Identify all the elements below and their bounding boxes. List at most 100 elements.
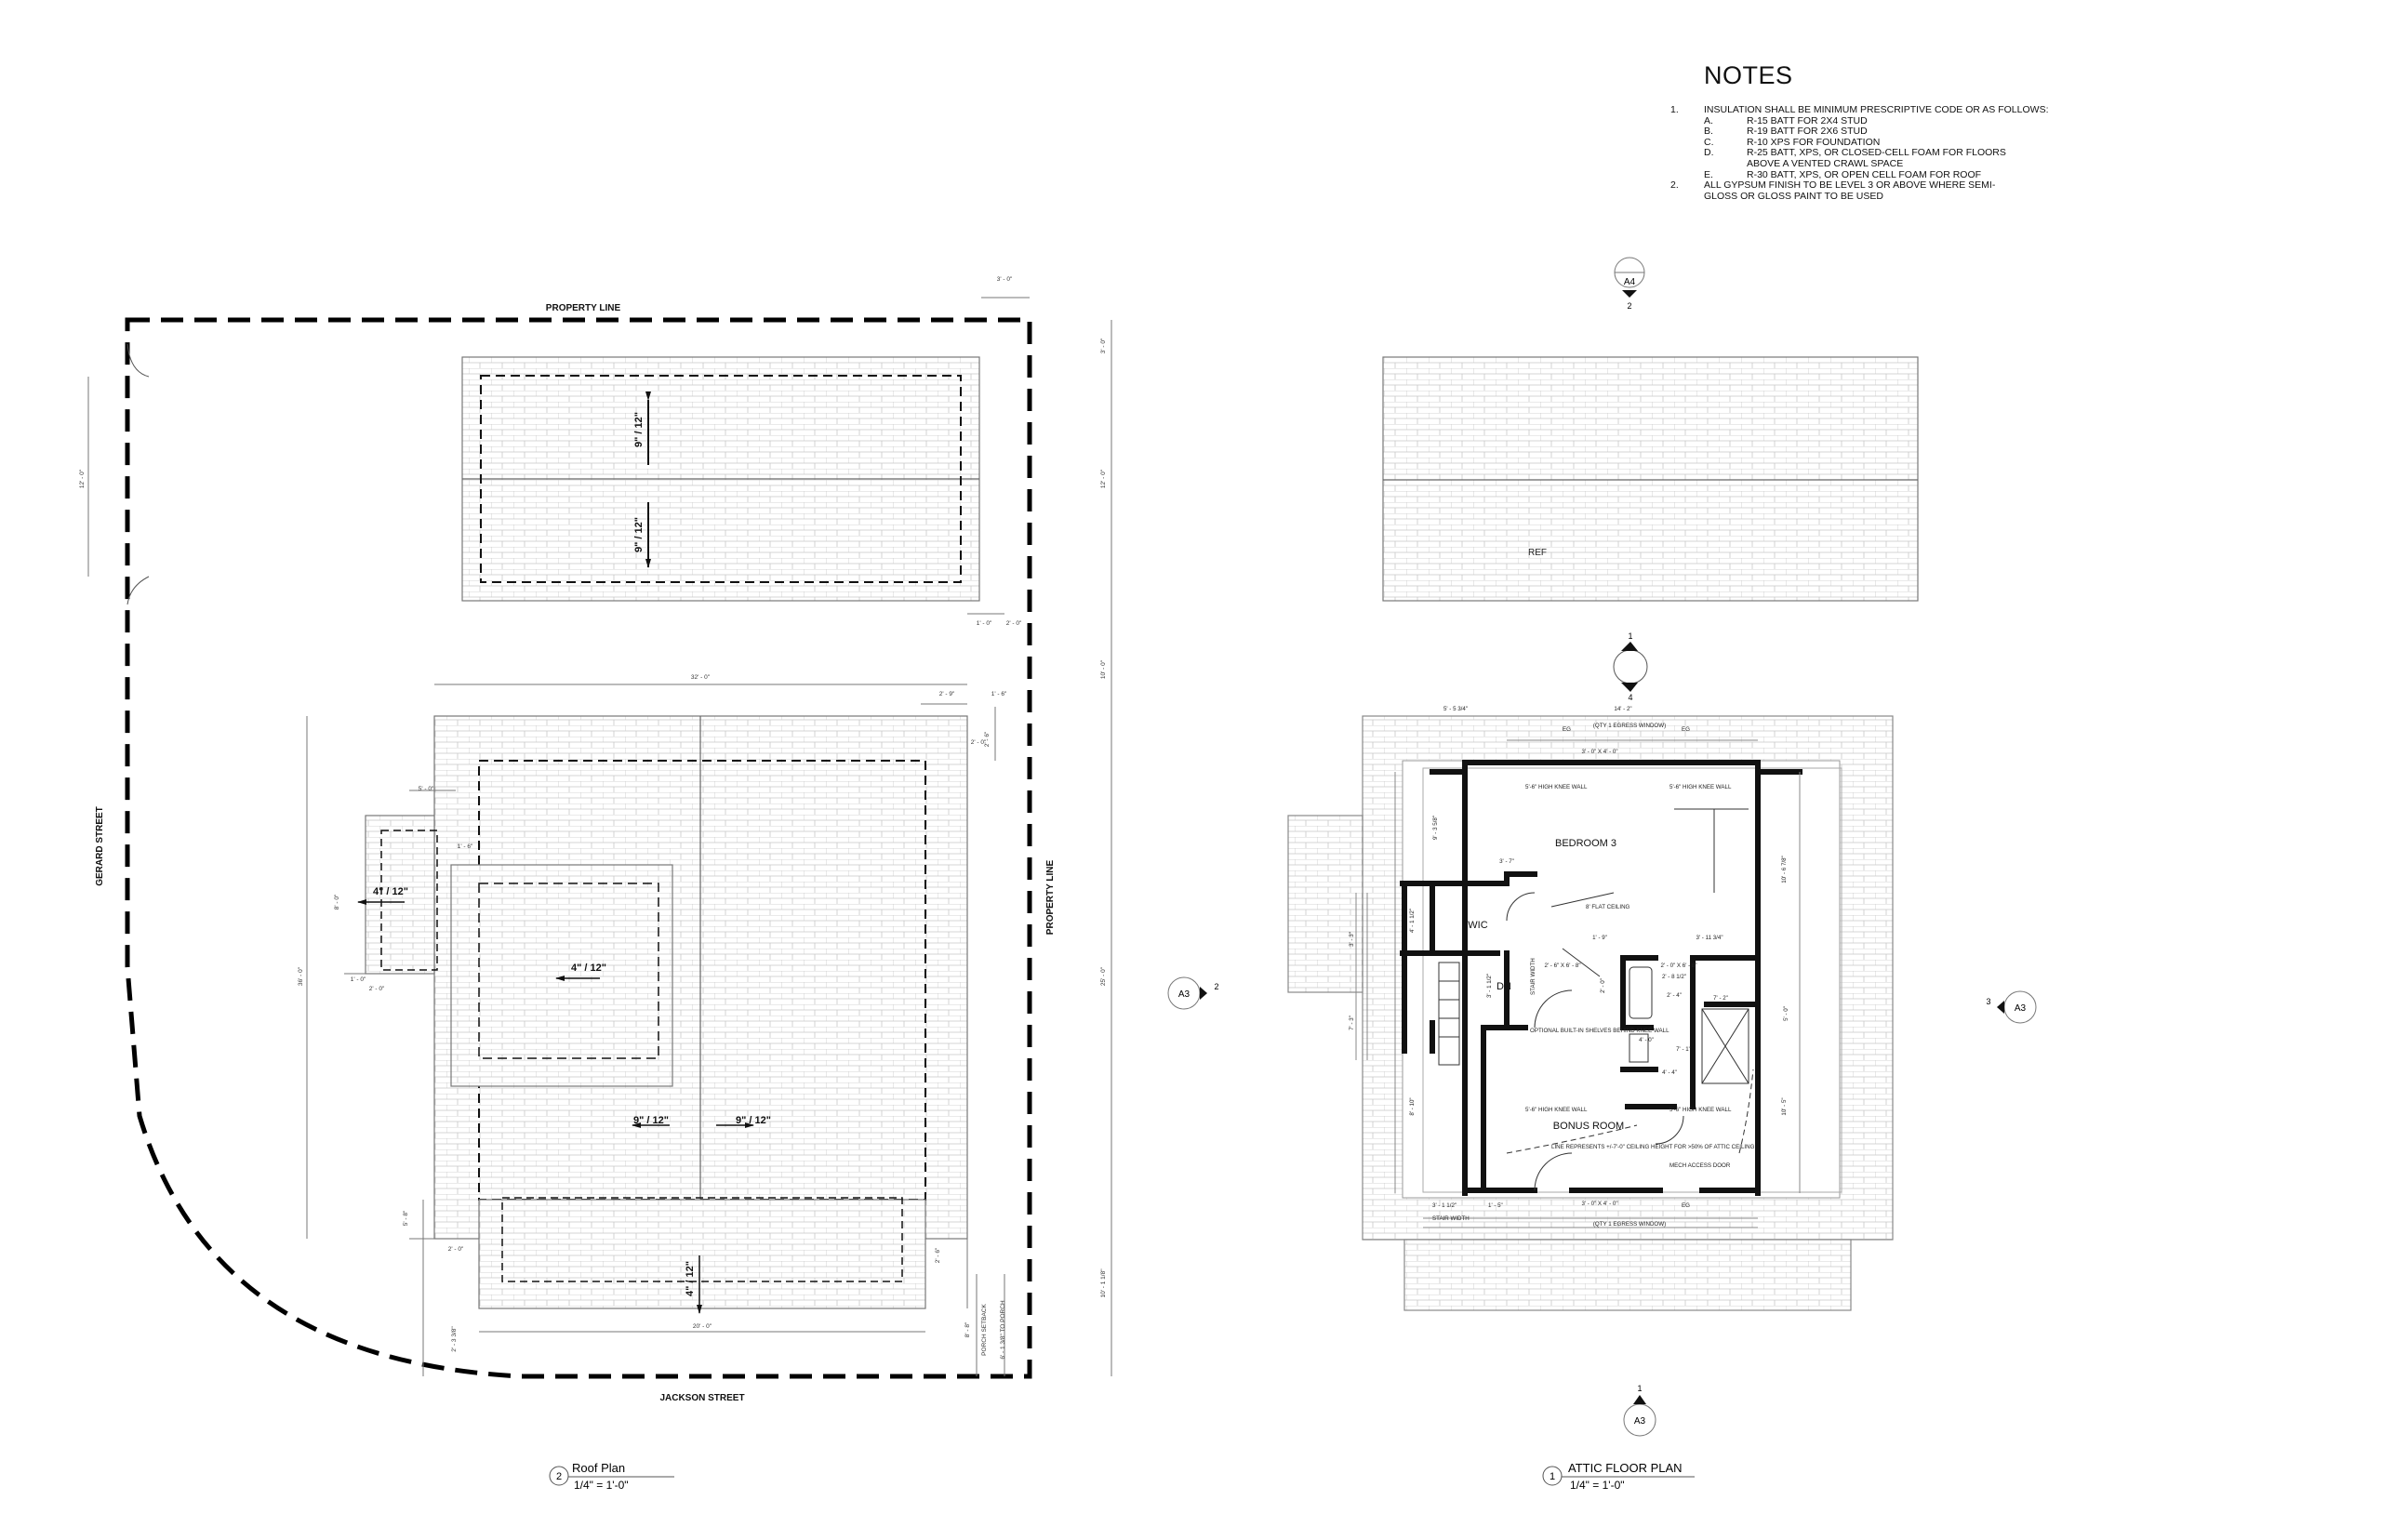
dim-label: 10' - 5" (1781, 1097, 1788, 1115)
dim-label: 2' - 0" (369, 986, 385, 992)
dim-label: 4' - 1 1/2" (1409, 909, 1416, 933)
roof-plan: PROPERTY LINE PROPERTY LINE GERARD STREE… (79, 276, 1112, 1403)
note-sub-text: R-19 BATT FOR 2X6 STUD (1747, 126, 1868, 138)
note-sub-text: R-30 BATT, XPS, OR OPEN CELL FOAM FOR RO… (1747, 168, 1982, 180)
dim-label: 7' - 1" (1676, 1046, 1691, 1053)
note-sub-item: E. R-30 BATT, XPS, OR OPEN CELL FOAM FOR … (1704, 168, 2061, 181)
dim-label: 3' - 11 3/4" (1696, 935, 1723, 941)
property-line-right-label: PROPERTY LINE (1045, 859, 1056, 935)
marker-sheet: A4 (1624, 277, 1636, 287)
note-sub-item: B.R-19 BATT FOR 2X6 STUD (1704, 126, 2061, 138)
note-window-size: 3' - 0" X 4' - 0" (1581, 749, 1617, 755)
attic-floor-plan: REF (1287, 356, 1919, 1311)
note-sub-text: R-25 BATT, XPS, OR CLOSED-CELL FOAM FOR … (1747, 147, 2009, 169)
note-line-represents: LINE REPRESENTS +/-7'-0" CEILING HEIGHT … (1551, 1144, 1755, 1150)
room-label-bedroom: BEDROOM 3 (1555, 838, 1616, 849)
note-sub-item: A.R-15 BATT FOR 2X4 STUD (1704, 114, 2061, 127)
view-title-attic: 1 ATTIC FLOOR PLAN 1/4" = 1'-0" (1542, 1461, 1695, 1492)
dim-label: 3' - 1 1/2" (1486, 974, 1493, 998)
dim-label: 8' - 0" (334, 894, 340, 909)
garage-wall-outline (480, 375, 962, 583)
note-sub-text: R-15 BATT FOR 2X4 STUD (1747, 114, 1868, 126)
slope-center: 4" / 12" (571, 962, 606, 974)
marker-num: 2 (1214, 982, 1218, 991)
view-number: 1 (1550, 1471, 1555, 1482)
dim-label: 1' - 5" (1488, 1202, 1503, 1209)
note-eg: EG (1682, 1202, 1690, 1209)
dim-label: 8' - 10" (1409, 1097, 1416, 1115)
view-title-roof: 2 Roof Plan 1/4" = 1'-0" (549, 1461, 674, 1492)
dim-label: 5' - 8" (403, 1210, 409, 1226)
slope-garage-bottom: 9" / 12" (633, 517, 645, 552)
note-flat-ceiling: 8' FLAT CEILING (1586, 904, 1630, 910)
marker-sheet: A3 (1634, 1416, 1646, 1427)
marker-num: 3 (1986, 997, 1990, 1006)
dim-label: 7' - 3" (1349, 1016, 1355, 1030)
dim-label: 12' - 0" (79, 469, 86, 488)
property-line-top-label: PROPERTY LINE (546, 303, 621, 313)
center-roof (450, 864, 673, 1087)
dim-label: 2' - 0" (1006, 620, 1022, 627)
dim-label: 20' - 0" (693, 1323, 712, 1330)
note-item: 2. ALL GYPSUM FINISH TO BE LEVEL 3 OR AB… (1670, 179, 2020, 202)
note-egress-top: (QTY 1 EGRESS WINDOW) (1593, 723, 1666, 729)
dim-label: 2' - 3 3/8" (451, 1326, 458, 1352)
note-eg: EG (1682, 726, 1690, 733)
room-label-dn: DN (1496, 981, 1511, 992)
section-marker-a4[interactable]: A4 2 (1614, 257, 1645, 311)
note-letter: D. (1704, 147, 1714, 159)
porch-roof (478, 1199, 926, 1309)
note-knee-wall-br: 5'-6" HIGH KNEE WALL (1669, 1107, 1732, 1113)
dim-label: 10' - 1 1/8" (1100, 1268, 1107, 1298)
property-boundary (125, 317, 1032, 1379)
dim-label: 10' - 6 7/8" (1781, 856, 1788, 883)
section-marker-4[interactable]: 1 4 (1613, 631, 1648, 702)
dim-label: 9' - 3 5/8" (1432, 816, 1439, 840)
dim-label: 1' - 6" (458, 843, 473, 850)
note-text: ALL GYPSUM FINISH TO BE LEVEL 3 OR ABOVE… (1704, 179, 1996, 202)
dim-label: 3' - 0" (997, 276, 1013, 283)
dim-label: 3' - 1 1/2" (1432, 1202, 1457, 1209)
section-marker-a3-right[interactable]: A3 3 (1986, 990, 2037, 1024)
view-name: Roof Plan (572, 1461, 625, 1475)
dim-label: 32' - 0" (691, 674, 711, 681)
dim-label: 1' - 9" (1592, 935, 1607, 941)
slope-porch: 4" / 12" (685, 1261, 696, 1296)
note-number: 1. (1670, 104, 1679, 115)
dim-label: 5' - 0" (1783, 1006, 1789, 1021)
note-number: 2. (1670, 179, 1679, 192)
note-letter: E. (1704, 168, 1713, 180)
dim-label: 25' - 0" (1100, 966, 1107, 986)
dim-label: 5' - 0" (419, 786, 434, 792)
note-letter: C. (1704, 136, 1714, 148)
jackson-street-label: JACKSON STREET (659, 1393, 744, 1403)
dim-label: 2' - 0" (1600, 978, 1606, 993)
note-egress-bottom: (QTY 1 EGRESS WINDOW) (1593, 1221, 1666, 1228)
dim-label: 14' - 2" (1614, 706, 1631, 712)
view-name: ATTIC FLOOR PLAN (1568, 1461, 1683, 1475)
marker-num: 1 (1637, 1384, 1642, 1393)
dim-label: 2' - 8 1/2" (1662, 974, 1686, 980)
dim-label: 2' - 0" (448, 1246, 464, 1253)
marker-sheet: A3 (1178, 989, 1190, 1000)
slope-bay: 4" / 12" (373, 886, 408, 897)
dim-label: 12' - 0" (1100, 469, 1107, 488)
slope-main-right: 9" / 12" (736, 1115, 771, 1126)
dim-label: 2' - 6" X 6' - 8" (1544, 962, 1580, 969)
dim-label: 1' - 6" (991, 691, 1007, 697)
marker-sheet: A3 (2015, 1003, 2027, 1014)
note-window-size: 3' - 0" X 4' - 0" (1581, 1201, 1617, 1207)
section-marker-a3-left[interactable]: A3 2 (1167, 976, 1219, 1010)
note-eg: EG (1563, 726, 1571, 733)
dim-label: 8' - 8" (964, 1321, 971, 1337)
dim-label: 3' - 7" (1499, 858, 1514, 865)
note-stair-width: STAIR WIDTH (1432, 1215, 1470, 1222)
dim-label: 2' - 0" X 6' - 8" (1660, 962, 1696, 969)
dim-label: 2' - 6" (935, 1247, 941, 1263)
dim-label: 5' - 5 3/4" (1443, 706, 1468, 712)
note-mech-door: MECH ACCESS DOOR (1669, 1162, 1731, 1169)
note-stair-width: STAIR WIDTH (1530, 958, 1536, 995)
section-marker-a3-bottom[interactable]: 1 A3 (1623, 1384, 1656, 1437)
marker-num: 2 (1627, 301, 1631, 311)
note-knee-wall-tr: 5'-6" HIGH KNEE WALL (1669, 784, 1732, 790)
